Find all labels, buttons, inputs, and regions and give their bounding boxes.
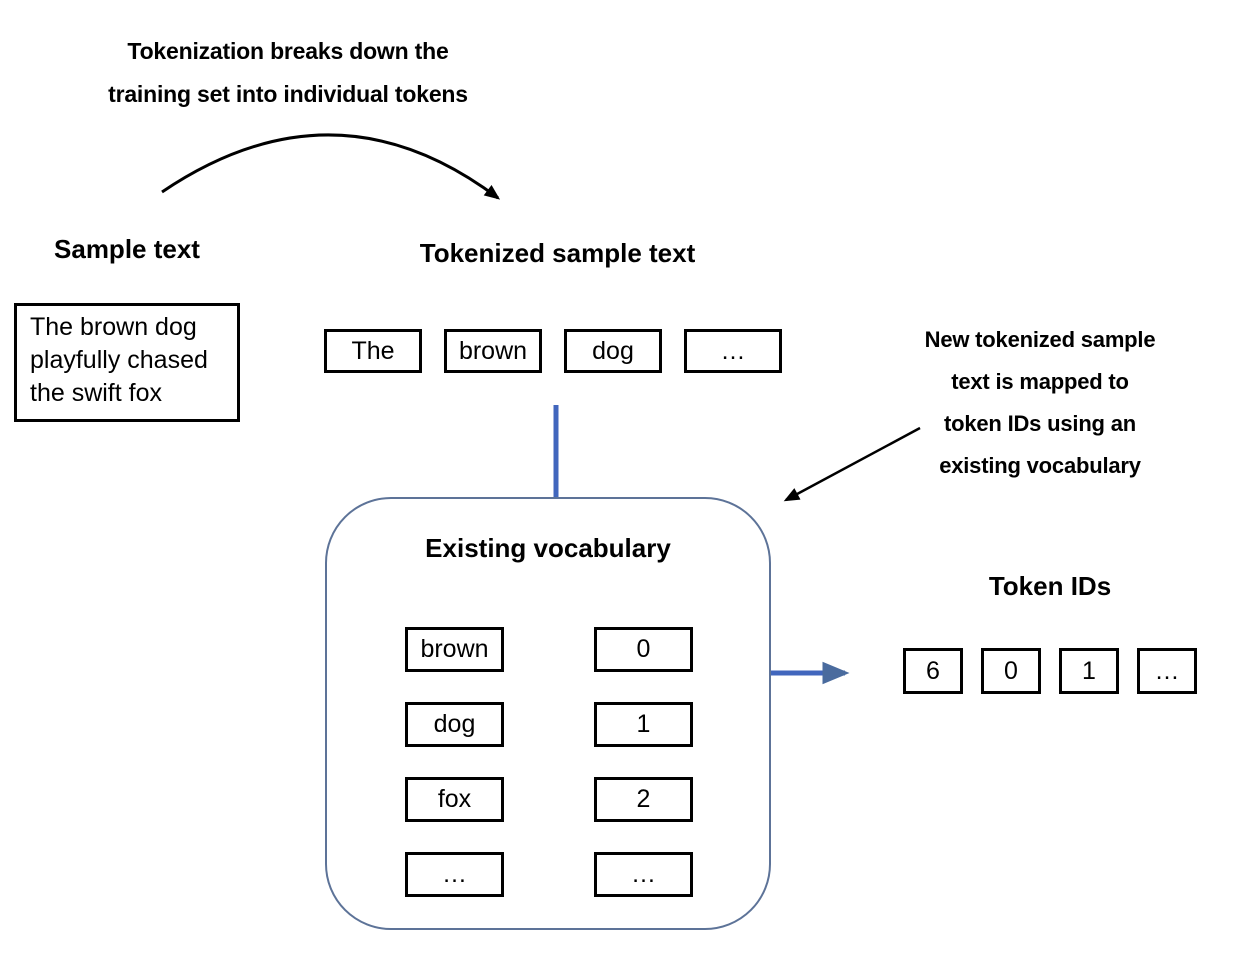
mapping-note-line: New tokenized sample [924, 327, 1156, 352]
vocab-id-box: 0 [594, 627, 693, 672]
sample-text-heading: Sample text [54, 234, 200, 264]
token-box: dog [564, 329, 662, 373]
existing-vocabulary-heading: Existing vocabulary [425, 533, 671, 563]
sample-text-line: The brown dog [30, 313, 197, 341]
vocab-id-box: … [594, 852, 693, 897]
token-box: brown [444, 329, 542, 373]
sample-text-line: the swift fox [30, 379, 162, 407]
tokenization-note-line: Tokenization breaks down the [127, 38, 449, 64]
token-ids-heading: Token IDs [988, 571, 1112, 601]
token-id-box: 1 [1059, 648, 1119, 694]
sample-text-box: The brown dog playfully chased the swift… [14, 303, 240, 422]
vocab-id-box: 2 [594, 777, 693, 822]
mapping-note-line: existing vocabulary [939, 453, 1141, 478]
token-id-box: … [1137, 648, 1197, 694]
mapping-note-line: text is mapped to [951, 369, 1129, 394]
token-id-box: 6 [903, 648, 963, 694]
tokenization-note-line: training set into individual tokens [108, 81, 468, 107]
vocab-id-box: 1 [594, 702, 693, 747]
sample-text-line: playfully chased [30, 346, 208, 374]
mapping-note-line: token IDs using an [944, 411, 1136, 436]
token-ids-row: 6 0 1 … [903, 648, 1197, 694]
vocab-token-box: fox [405, 777, 504, 822]
token-box: The [324, 329, 422, 373]
existing-vocabulary-panel: Existing vocabulary brown 0 dog 1 fox 2 … [325, 497, 771, 930]
vocab-token-box: brown [405, 627, 504, 672]
vocab-token-box: dog [405, 702, 504, 747]
mapping-note: New tokenized sample text is mapped to t… [860, 319, 1220, 487]
token-id-box: 0 [981, 648, 1041, 694]
tokenization-note: Tokenization breaks down the training se… [88, 30, 488, 116]
tokenization-curved-arrow-icon [161, 133, 501, 200]
tokenized-row: The brown dog … [324, 329, 782, 373]
tokenized-sample-heading: Tokenized sample text [419, 238, 696, 268]
vocab-token-box: … [405, 852, 504, 897]
token-box: … [684, 329, 782, 373]
